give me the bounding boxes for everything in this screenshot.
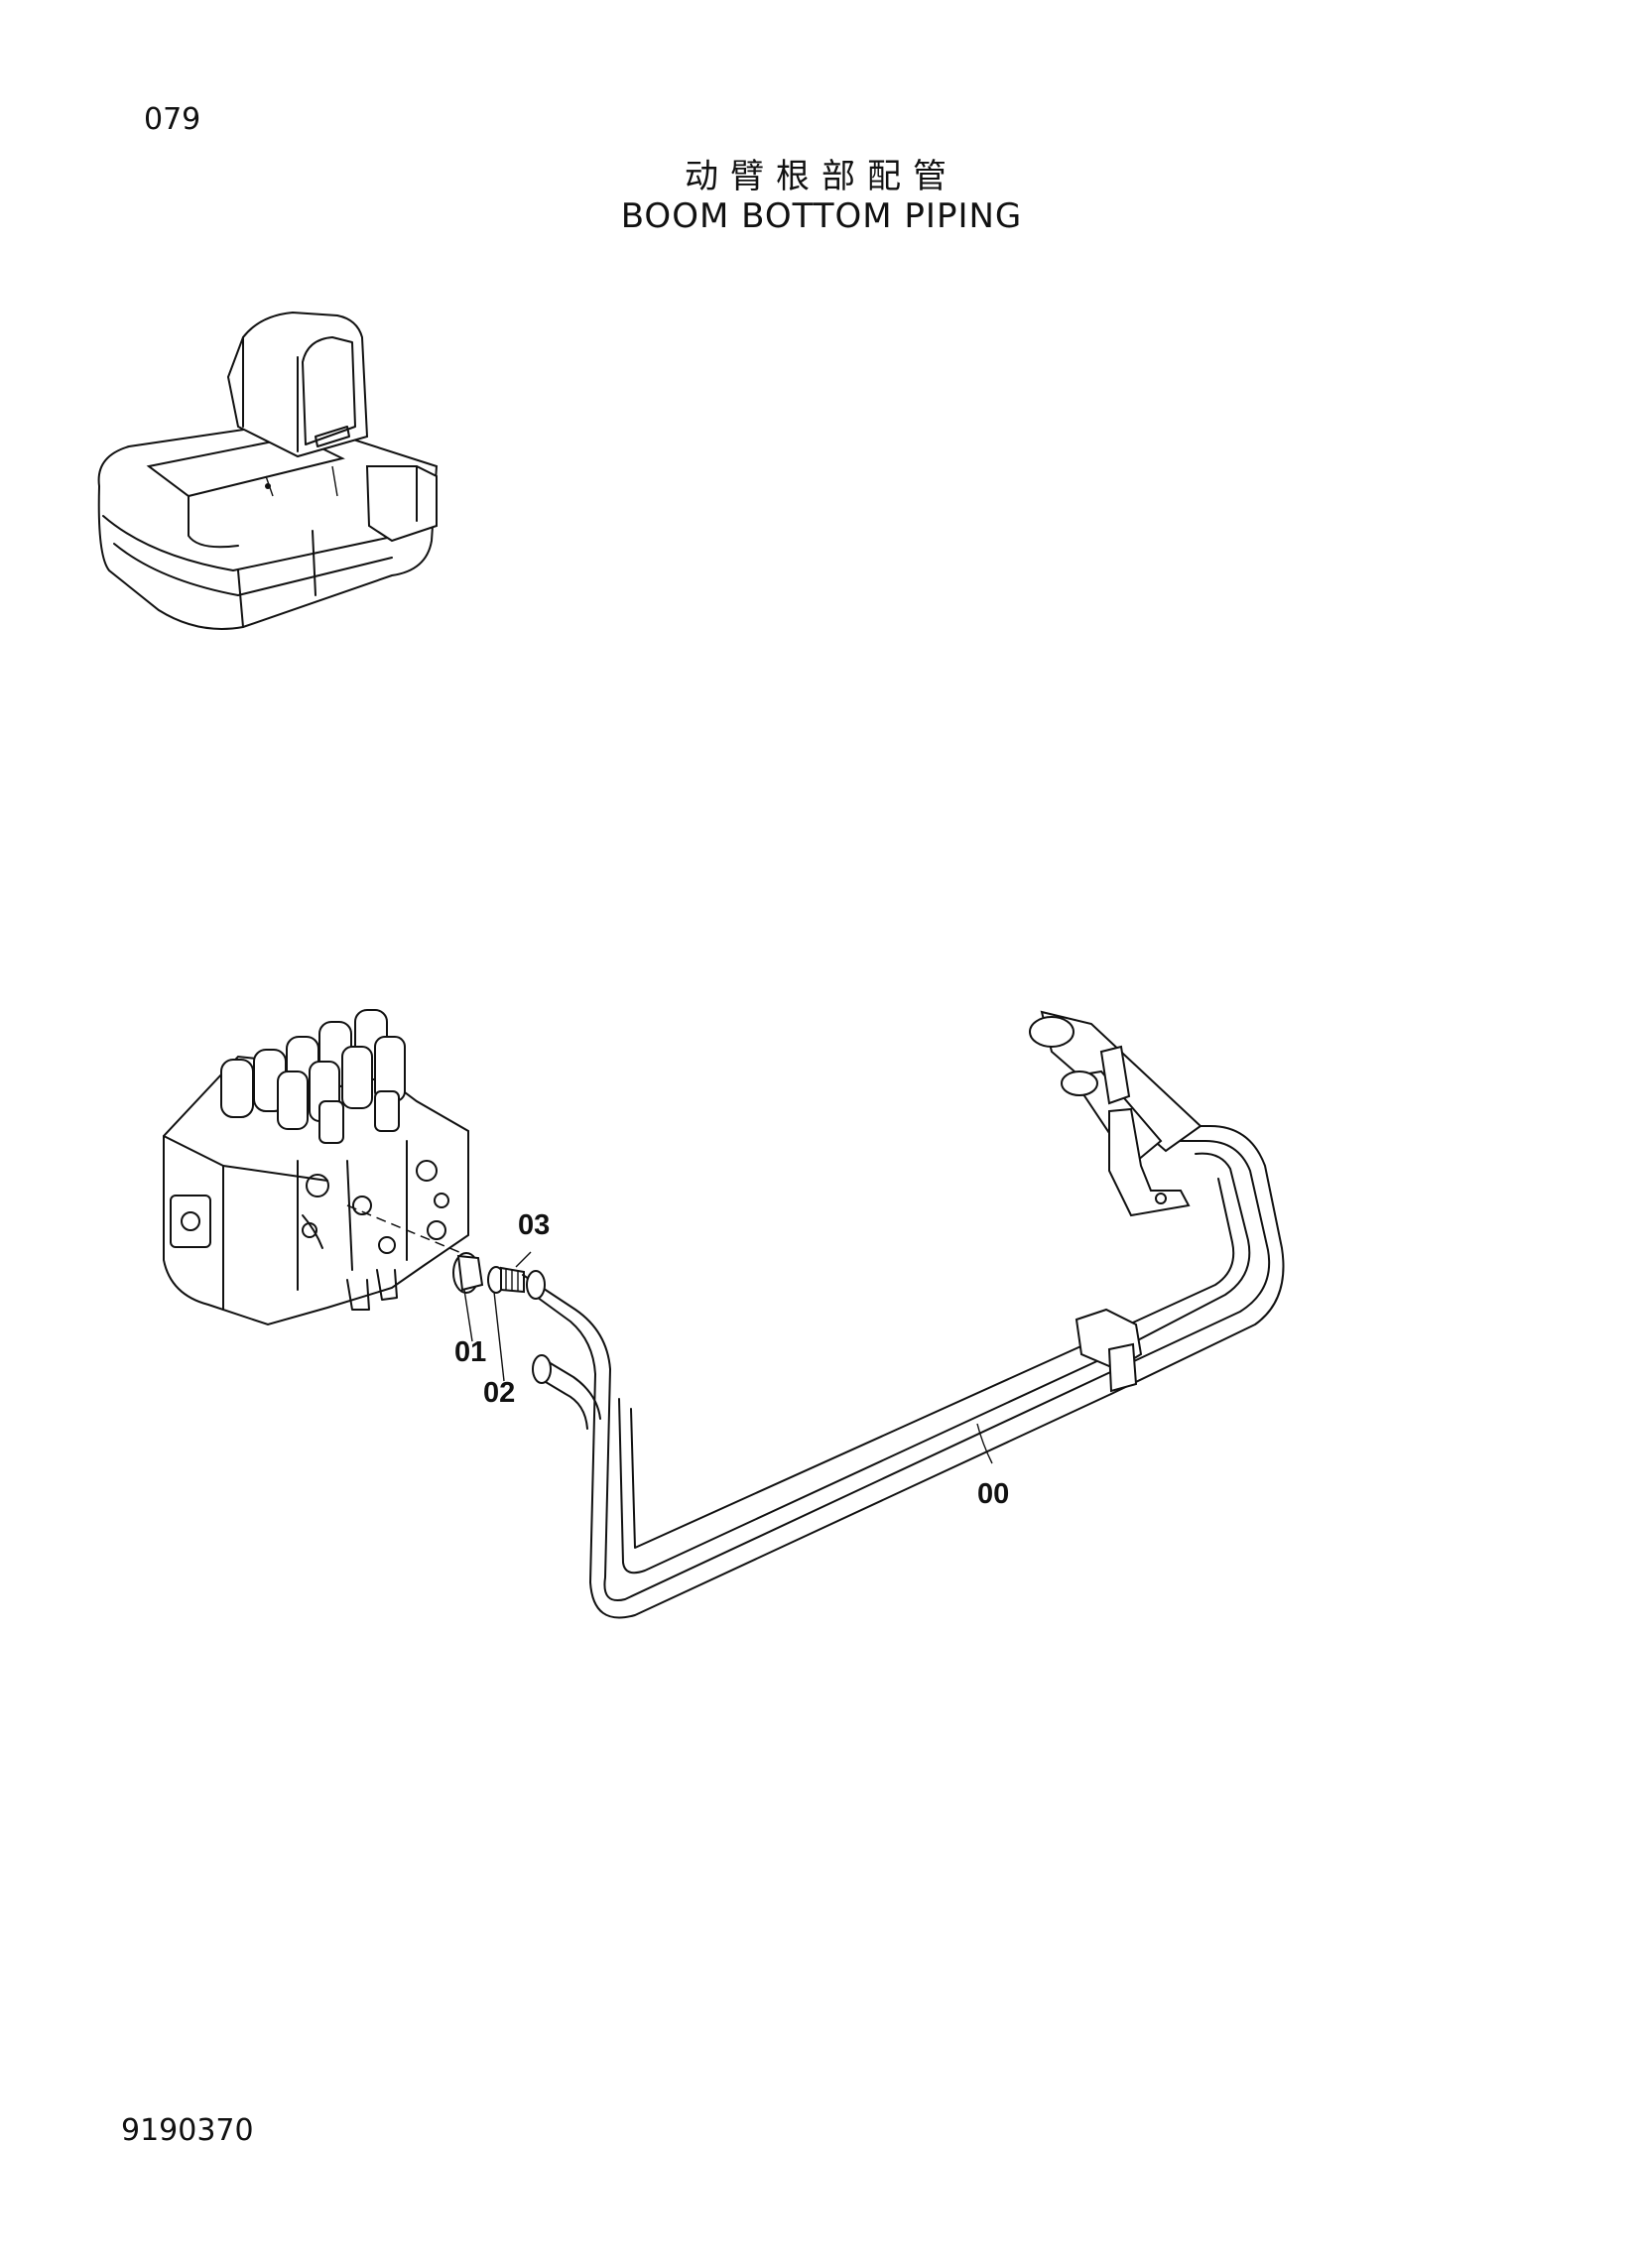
callout-00: 00 bbox=[977, 1478, 1009, 1510]
control-valve-assembly bbox=[163, 1009, 469, 1326]
document-code: 9190370 bbox=[121, 2113, 254, 2148]
callout-01: 01 bbox=[454, 1336, 486, 1368]
title-english: BOOM BOTTOM PIPING bbox=[620, 196, 1023, 236]
pipe-assembly bbox=[522, 1010, 1285, 1619]
page-number: 079 bbox=[144, 102, 201, 137]
fittings bbox=[452, 1251, 532, 1382]
callout-03: 03 bbox=[518, 1209, 550, 1241]
excavator-locator-illustration bbox=[97, 311, 439, 630]
title-chinese: 动臂根部配管 bbox=[685, 157, 958, 196]
callout-02: 02 bbox=[483, 1377, 515, 1409]
